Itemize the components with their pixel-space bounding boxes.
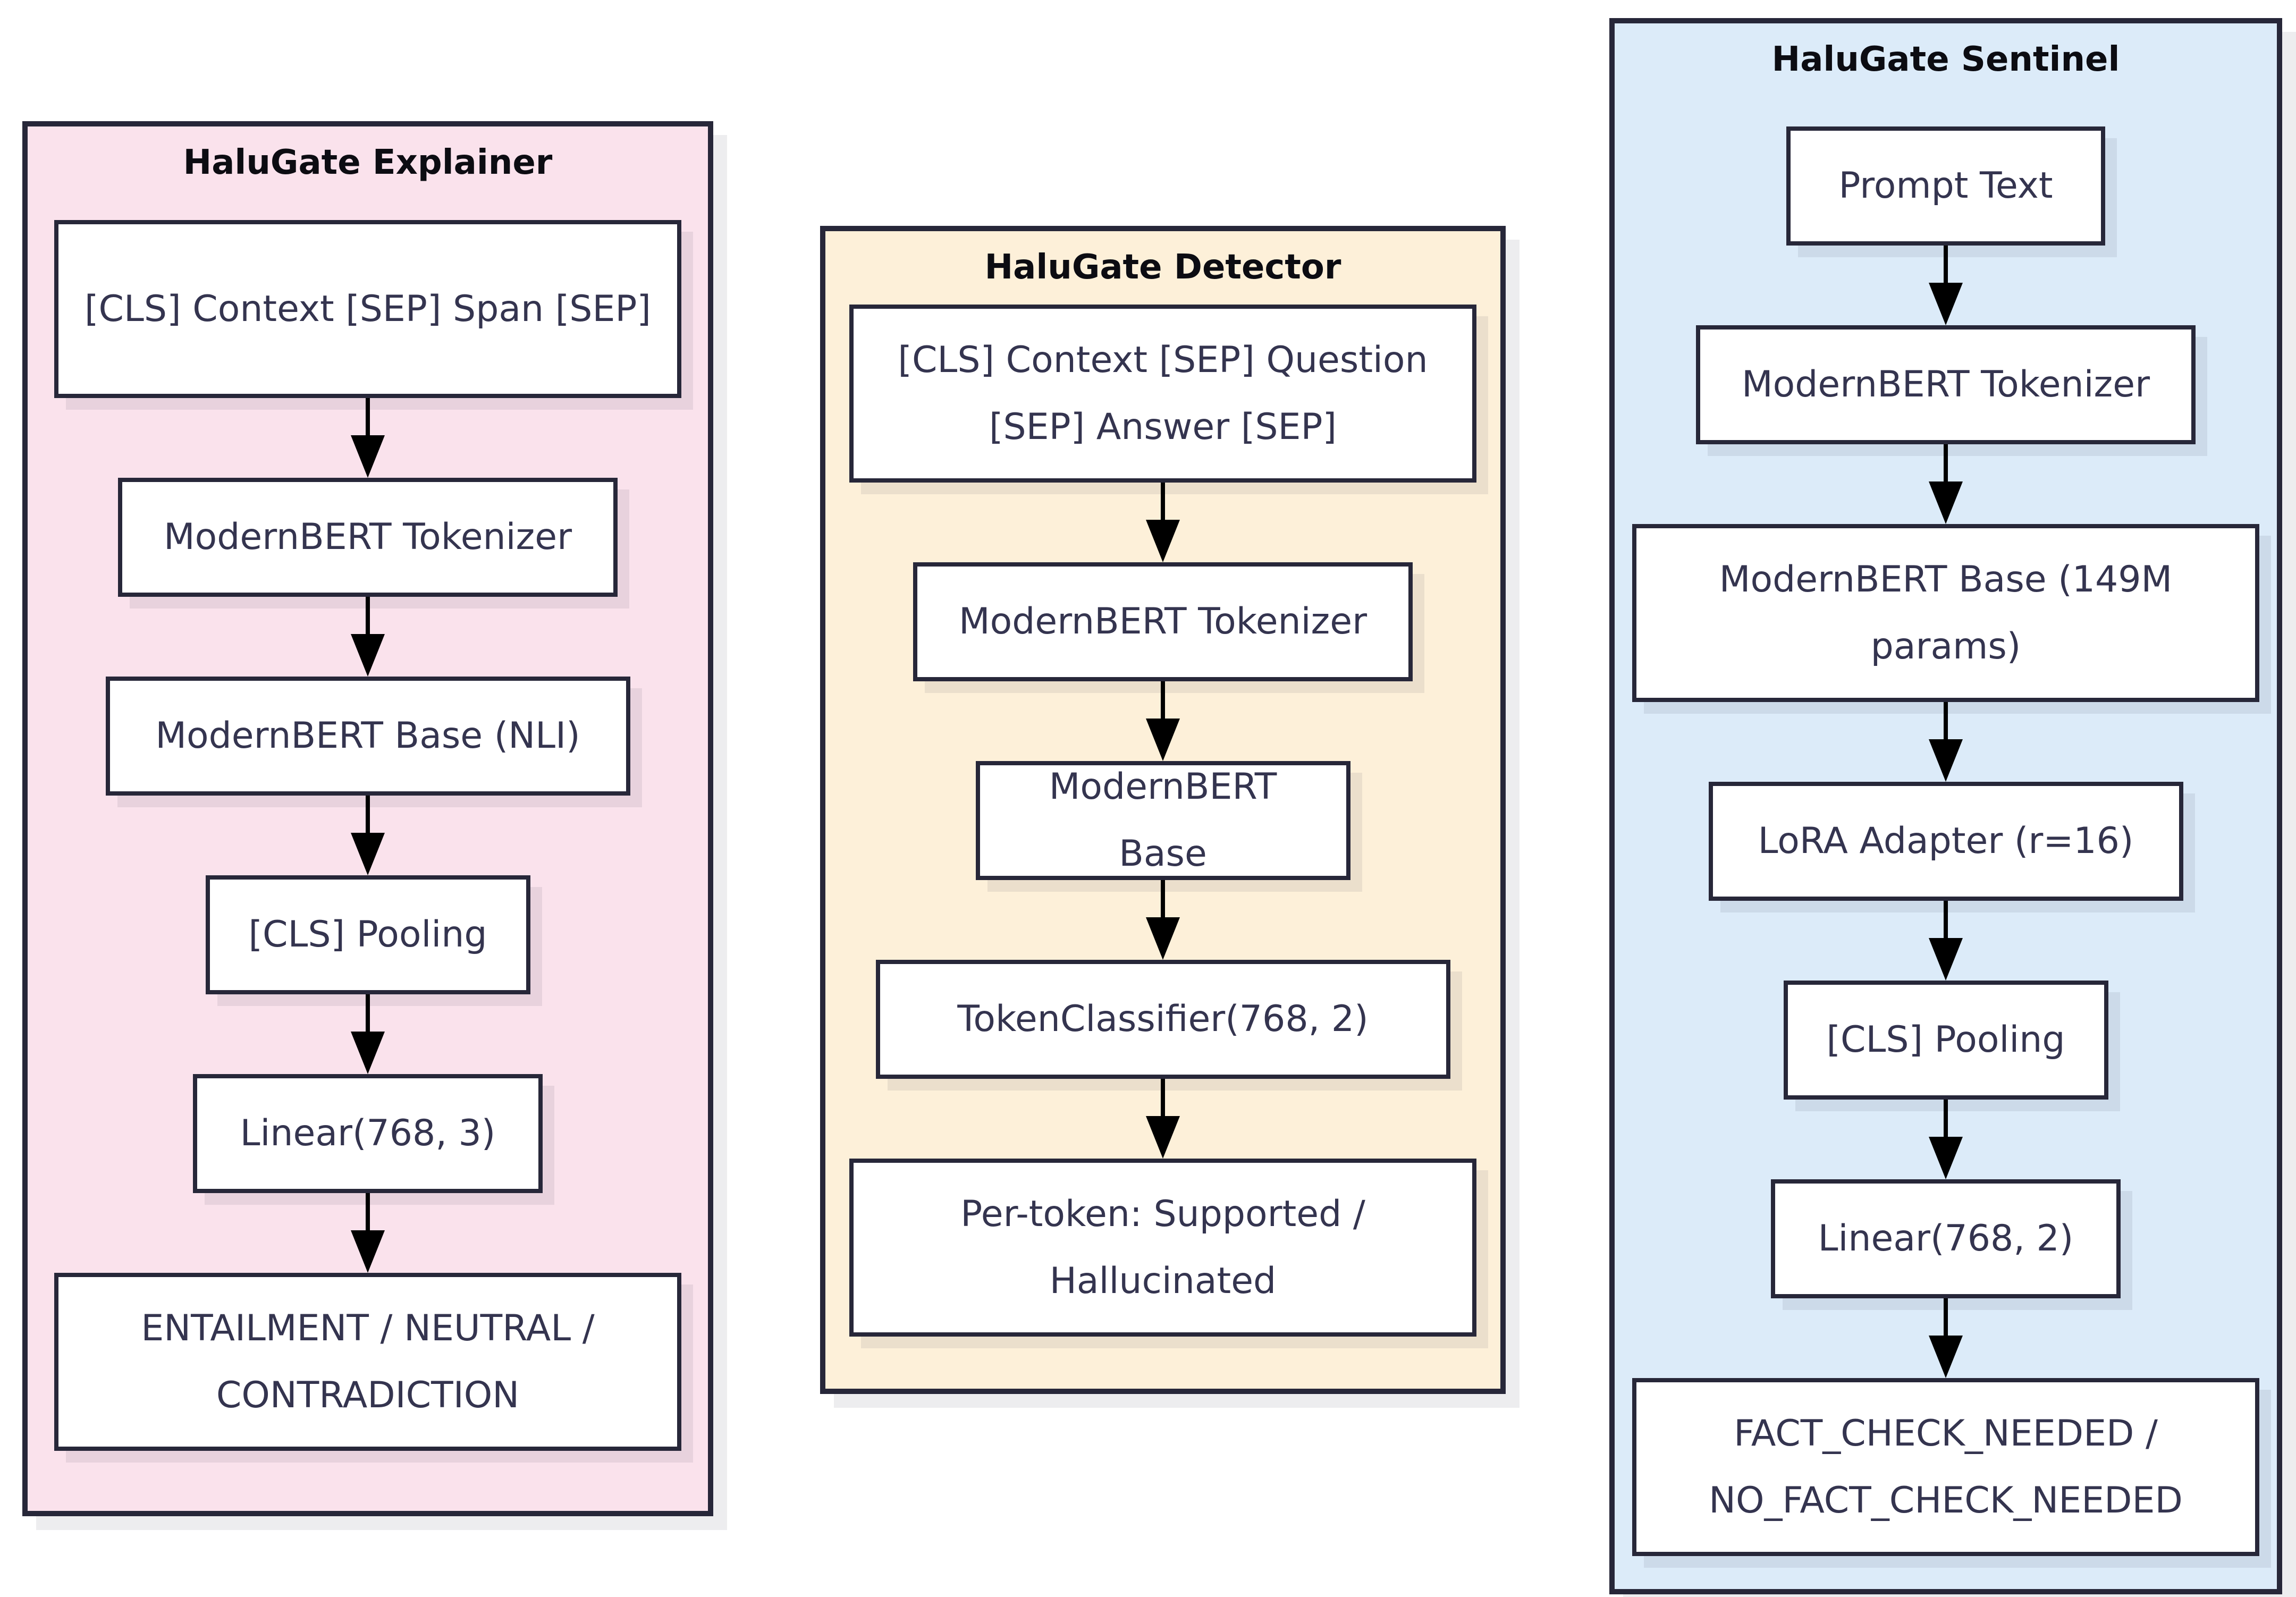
arrow-head: [351, 1230, 385, 1273]
arrow-head: [351, 435, 385, 478]
flow-node-label: ModernBERT Tokenizer: [163, 516, 572, 559]
down-arrow-icon: [351, 398, 385, 478]
down-arrow-icon: [1929, 1298, 1963, 1378]
flow-node: FACT_CHECK_NEEDED / NO_FACT_CHECK_NEEDED: [1632, 1378, 2259, 1556]
flow-node: Linear(768, 2): [1771, 1179, 2121, 1298]
down-arrow-icon: [351, 994, 385, 1074]
down-arrow-icon: [1929, 702, 1963, 782]
arrow-head: [1146, 917, 1180, 960]
flow-node-label: Linear(768, 2): [1818, 1218, 2074, 1260]
arrow-stem: [1161, 1079, 1165, 1116]
arrow-stem: [366, 994, 370, 1032]
flow-node: LoRA Adapter (r=16): [1708, 782, 2183, 901]
down-arrow-icon: [1146, 483, 1180, 562]
flow-node: ModernBERT Tokenizer: [118, 478, 618, 597]
flow-node-label: FACT_CHECK_NEEDED / NO_FACT_CHECK_NEEDED: [1709, 1412, 2183, 1522]
arrow-head: [351, 1032, 385, 1074]
arrow-stem: [1944, 1298, 1948, 1336]
flow-node-label: ModernBERT Base (NLI): [155, 715, 580, 757]
arrow-head: [1929, 1137, 1963, 1179]
flow-node-label: ModernBERT Base: [1049, 766, 1277, 875]
arrow-stem: [1944, 1100, 1948, 1137]
arrow-head: [1929, 938, 1963, 981]
flow-node: ENTAILMENT / NEUTRAL / CONTRADICTION: [54, 1273, 681, 1451]
flow-node-label: LoRA Adapter (r=16): [1758, 820, 2134, 863]
flow-node: ModernBERT Base (NLI): [105, 677, 630, 796]
flow-node-label: [CLS] Pooling: [248, 914, 487, 956]
flow-node-label: ENTAILMENT / NEUTRAL / CONTRADICTION: [141, 1307, 595, 1416]
arrow-head: [351, 833, 385, 875]
arrow-stem: [366, 1193, 370, 1230]
flow-node-label: [CLS] Context [SEP] Span [SEP]: [85, 288, 651, 330]
panel-halugate-explainer: HaluGate Explainer [CLS] Context [SEP] S…: [22, 121, 713, 1516]
down-arrow-icon: [1929, 1100, 1963, 1179]
arrow-head: [1929, 481, 1963, 524]
flow-node-list: [CLS] Context [SEP] Question [SEP] Answe…: [849, 305, 1476, 1337]
down-arrow-icon: [1146, 880, 1180, 960]
arrow-stem: [1944, 702, 1948, 739]
arrow-stem: [1161, 880, 1165, 917]
arrow-stem: [1944, 444, 1948, 481]
arrow-stem: [366, 398, 370, 435]
down-arrow-icon: [1929, 246, 1963, 325]
arrow-head: [1929, 283, 1963, 325]
flow-node-label: Per-token: Supported / Hallucinated: [960, 1193, 1365, 1302]
arrow-stem: [1161, 483, 1165, 520]
flow-node: [CLS] Pooling: [1783, 981, 2108, 1100]
flow-node: ModernBERT Tokenizer: [913, 562, 1413, 681]
arrow-head: [1146, 1116, 1180, 1159]
flow-node-label: ModernBERT Base (149M params): [1719, 558, 2173, 667]
arrow-head: [1929, 1336, 1963, 1378]
panel-title: HaluGate Explainer: [183, 143, 553, 182]
panel-title: HaluGate Detector: [984, 248, 1341, 287]
down-arrow-icon: [351, 1193, 385, 1273]
flow-node: ModernBERT Base: [975, 761, 1350, 880]
arrow-head: [1146, 719, 1180, 761]
down-arrow-icon: [1146, 681, 1180, 761]
arrow-stem: [1161, 681, 1165, 719]
flow-node-label: [CLS] Pooling: [1826, 1019, 2065, 1061]
down-arrow-icon: [351, 796, 385, 875]
panel-halugate-detector: HaluGate Detector [CLS] Context [SEP] Qu…: [820, 226, 1506, 1394]
flow-node-label: TokenClassifier(768, 2): [957, 998, 1369, 1041]
arrow-stem: [1944, 901, 1948, 938]
flow-node: Per-token: Supported / Hallucinated: [849, 1159, 1476, 1337]
flow-node: [CLS] Context [SEP] Question [SEP] Answe…: [849, 305, 1476, 483]
arrow-stem: [366, 796, 370, 833]
flow-node-list: [CLS] Context [SEP] Span [SEP] ModernBERT…: [54, 220, 681, 1451]
down-arrow-icon: [1146, 1079, 1180, 1159]
down-arrow-icon: [351, 597, 385, 677]
panel-title: HaluGate Sentinel: [1771, 40, 2120, 79]
flow-node: Prompt Text: [1786, 126, 2105, 246]
flow-node: [CLS] Pooling: [205, 875, 530, 994]
down-arrow-icon: [1929, 901, 1963, 981]
flow-node: ModernBERT Base (149M params): [1632, 524, 2259, 702]
flow-node-label: ModernBERT Tokenizer: [958, 601, 1368, 643]
arrow-head: [1146, 520, 1180, 562]
arrow-head: [1929, 739, 1963, 782]
flow-node-label: ModernBERT Tokenizer: [1741, 364, 2150, 406]
flow-node: TokenClassifier(768, 2): [875, 960, 1450, 1079]
flow-node: [CLS] Context [SEP] Span [SEP]: [54, 220, 681, 398]
down-arrow-icon: [1929, 444, 1963, 524]
flow-node-label: Prompt Text: [1838, 165, 2053, 207]
arrow-stem: [1944, 246, 1948, 283]
flow-node: ModernBERT Tokenizer: [1696, 325, 2196, 444]
flow-node-label: [CLS] Context [SEP] Question [SEP] Answe…: [898, 339, 1428, 448]
flow-node: Linear(768, 3): [193, 1074, 543, 1193]
arrow-stem: [366, 597, 370, 634]
flow-node-label: Linear(768, 3): [240, 1112, 496, 1155]
arrow-head: [351, 634, 385, 677]
